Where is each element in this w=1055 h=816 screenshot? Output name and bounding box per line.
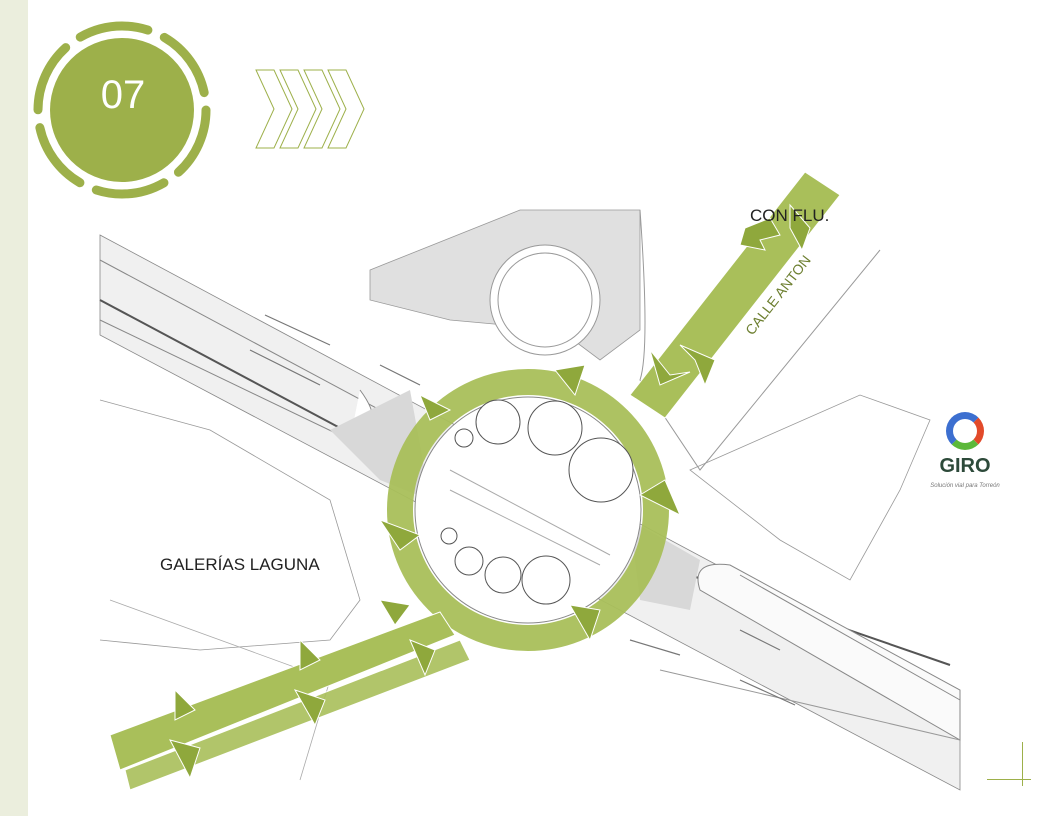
logo-tagline: Solución vial para Torreón <box>930 483 1000 489</box>
side-strip <box>0 0 28 816</box>
roundabout <box>387 369 669 651</box>
direction-arrows <box>169 203 811 780</box>
logo-g-icon <box>946 412 984 450</box>
logo-name: GIRO <box>939 455 991 477</box>
chevrons-icon <box>255 69 365 149</box>
conflu-label: CON FLU. <box>750 206 830 225</box>
giro-logo: GIRO Solución vial para Torreón <box>925 412 1005 490</box>
traffic-routes <box>109 171 841 791</box>
galerias-label: GALERÍAS LAGUNA <box>160 555 320 574</box>
slide-number: 07 <box>100 73 146 117</box>
slide-badge <box>33 21 211 199</box>
corner-mark-horizontal <box>987 779 1031 780</box>
corner-mark-vertical <box>1022 742 1023 786</box>
